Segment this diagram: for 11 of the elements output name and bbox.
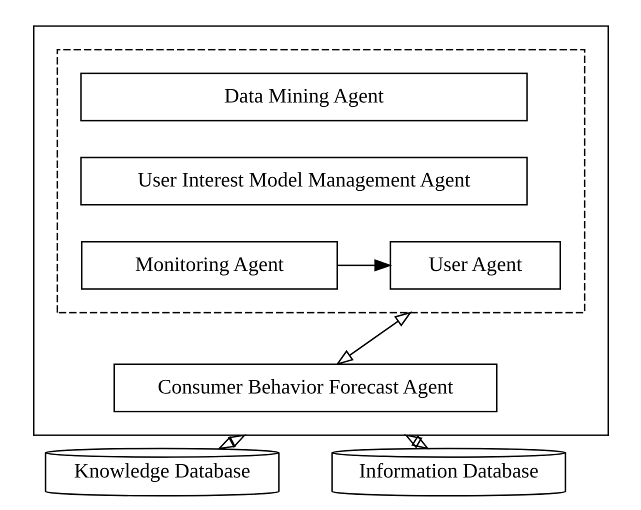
arrow [404,434,430,450]
node-box: User Agent [389,240,561,290]
arrow [216,434,246,450]
arrow [337,259,392,272]
arrow [335,311,412,366]
node-box: Monitoring Agent [80,240,338,290]
node-box: Consumer Behavior Forecast Agent [112,364,497,412]
cluster [32,25,609,436]
node-box: Data Mining Agent [80,72,528,122]
node-box: User Interest Model Management Agent [80,156,528,206]
cluster [56,48,585,314]
